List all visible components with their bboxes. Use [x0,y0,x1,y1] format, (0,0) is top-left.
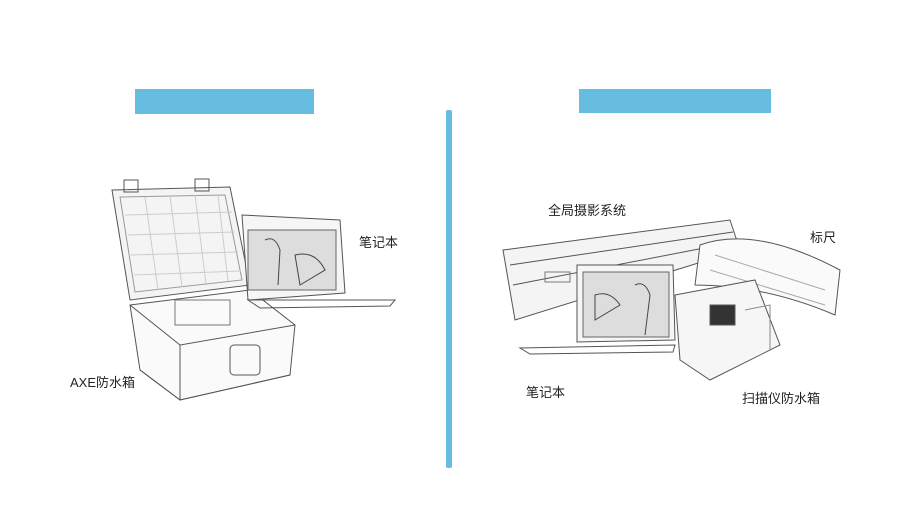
label-camera-system: 全局摄影系统 [548,203,627,218]
panel-divider [446,110,452,468]
left-header-bar [135,89,314,114]
label-laptop-right: 笔记本 [526,385,566,400]
label-scanner-case: 扫描仪防水箱 [742,391,821,406]
right-header-bar [579,89,771,113]
scanner-equipment-illustration [502,219,841,381]
label-laptop-left: 笔记本 [359,235,399,250]
label-ruler: 标尺 [810,230,837,245]
axe-case-laptop-illustration [111,178,397,401]
label-axe-case: AXE防水箱 [70,375,136,390]
